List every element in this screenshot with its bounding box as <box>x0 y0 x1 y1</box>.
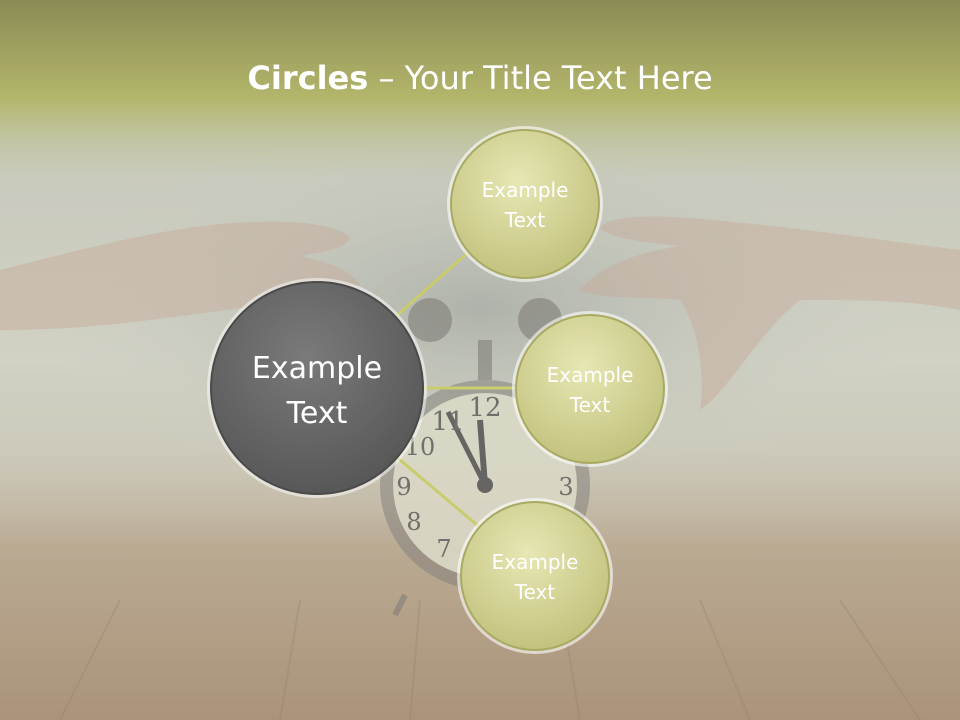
svg-text:3: 3 <box>558 473 573 501</box>
circle-center-line2: Text <box>286 396 348 431</box>
title-rest: – Your Title Text Here <box>368 59 713 97</box>
slide-title: Circles – Your Title Text Here <box>0 50 960 106</box>
svg-text:7: 7 <box>436 535 451 563</box>
circle-center[interactable] <box>207 278 427 498</box>
circle-right-line1: Example <box>547 363 634 387</box>
svg-text:11: 11 <box>431 407 464 437</box>
svg-text:8: 8 <box>406 508 421 536</box>
circle-top[interactable] <box>447 126 603 282</box>
svg-text:12: 12 <box>468 393 501 423</box>
circle-bottom-line1: Example <box>492 550 579 574</box>
circle-right[interactable] <box>512 311 668 467</box>
circle-bottom-line2: Text <box>514 580 556 604</box>
circle-top-line1: Example <box>482 178 569 202</box>
circle-right-line2: Text <box>569 393 611 417</box>
circle-top-line2: Text <box>504 208 546 232</box>
circle-center-line1: Example <box>252 351 382 386</box>
svg-text:9: 9 <box>396 473 411 501</box>
title-bold: Circles <box>247 59 369 97</box>
circle-bottom[interactable] <box>457 498 613 654</box>
